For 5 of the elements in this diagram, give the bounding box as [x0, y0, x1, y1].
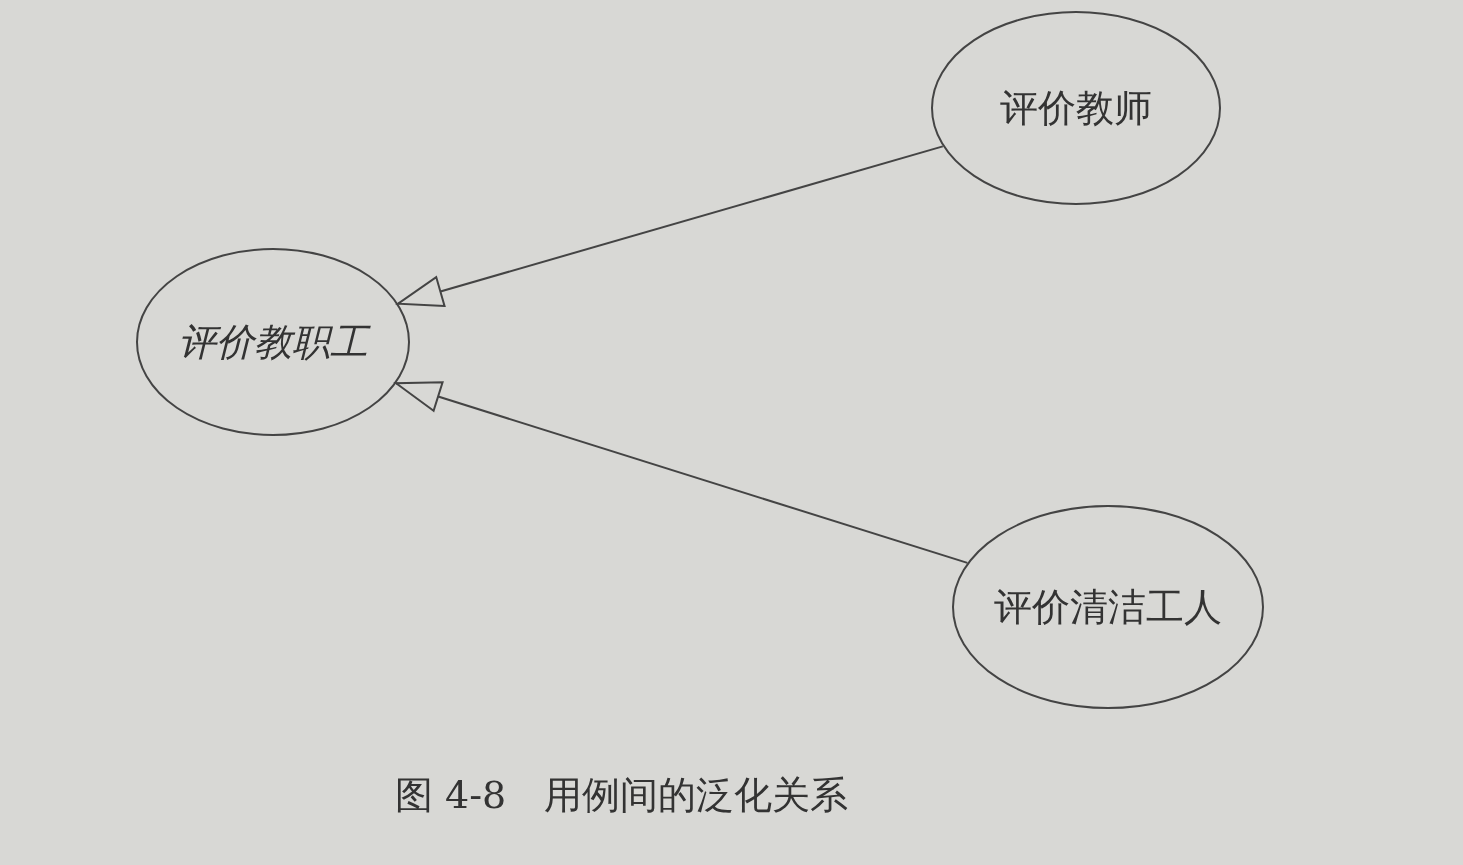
generalization-arrow — [395, 381, 969, 564]
generalization-arrow — [397, 145, 944, 307]
figure-caption: 图 4-8 用例间的泛化关系 — [395, 772, 849, 819]
use-case-name: 评价清洁工人 — [994, 583, 1222, 631]
use-case-name: 评价教师 — [1000, 84, 1152, 132]
